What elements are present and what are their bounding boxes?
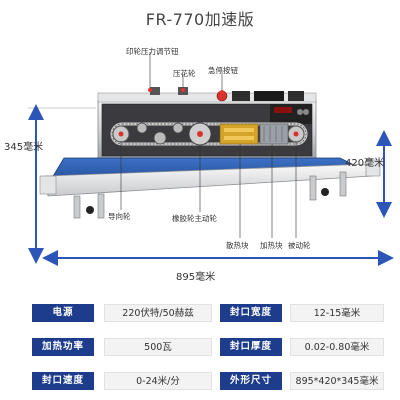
spec-key: 电源	[32, 304, 94, 322]
label-heat-sink: 散热块	[226, 241, 249, 250]
spec-value: 220伏特/50赫兹	[104, 304, 212, 322]
spec-value: 500瓦	[104, 338, 212, 356]
sealer-machine-illustration	[28, 52, 394, 266]
spec-key: 加热功率	[32, 338, 94, 356]
spec-value: 12-15毫米	[290, 304, 384, 322]
label-emergency-stop: 急停按钮	[208, 66, 238, 75]
pressure-knob	[150, 87, 160, 95]
label-driven-wheel: 被动轮	[288, 241, 311, 250]
dimension-length-label: 895毫米	[176, 272, 216, 283]
label-emboss-wheel: 压花轮	[173, 69, 196, 78]
spec-value: 0.02-0.80毫米	[290, 338, 384, 356]
spec-key: 封口厚度	[220, 338, 282, 356]
spec-row: 封口速度 0-24米/分 外形尺寸 895*420*345毫米	[32, 372, 384, 390]
spec-value: 0-24米/分	[104, 372, 212, 390]
page-title: FR-770加速版	[145, 10, 255, 29]
spec-key: 封口宽度	[220, 304, 282, 322]
dimension-height-label: 345毫米	[4, 142, 44, 153]
spec-row: 电源 220伏特/50赫兹 封口宽度 12-15毫米	[32, 304, 384, 322]
label-rubber-drive-wheel: 橡胶轮主动轮	[172, 214, 217, 223]
callout-dots	[148, 88, 224, 94]
spec-key: 外形尺寸	[220, 372, 282, 390]
dimension-depth-label: 420毫米	[345, 158, 385, 169]
heating-block	[219, 123, 259, 145]
spec-key: 封口速度	[32, 372, 94, 390]
label-print-pressure-knob: 印轮压力调节钮	[126, 47, 179, 56]
sealer-head-unit	[97, 87, 317, 161]
label-guide-wheel: 导向轮	[108, 212, 131, 221]
label-heating-block: 加热块	[260, 241, 283, 250]
spec-row: 加热功率 500瓦 封口厚度 0.02-0.80毫米	[32, 338, 384, 356]
callout-lines	[120, 52, 297, 238]
heat-sink-block	[259, 123, 289, 145]
conveyor	[39, 157, 381, 219]
spec-value: 895*420*345毫米	[290, 372, 384, 390]
